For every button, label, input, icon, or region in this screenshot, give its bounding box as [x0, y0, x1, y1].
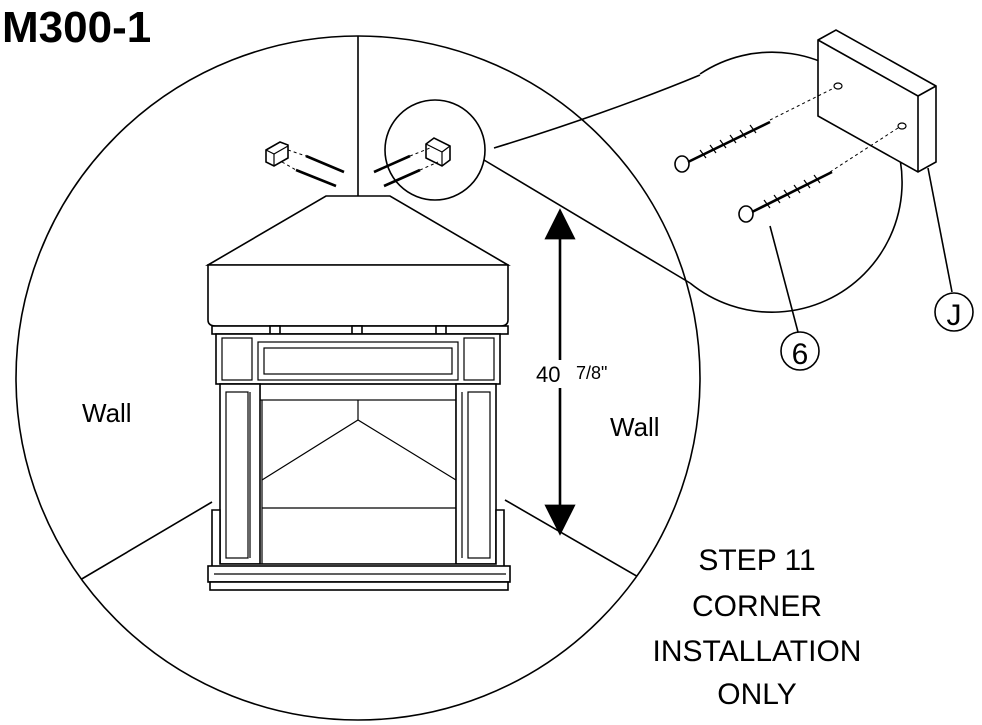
height-dimension-fraction: 7/8"	[576, 363, 607, 383]
screws-small	[281, 147, 439, 188]
height-dimension-whole: 40	[536, 362, 560, 387]
detail-callout-circle	[384, 99, 486, 201]
room-corner-lines	[79, 36, 641, 581]
step-line-1: STEP 11	[698, 544, 815, 577]
wall-label-left: Wall	[82, 398, 132, 428]
detail-view	[674, 29, 953, 333]
step-line-4: ONLY	[717, 678, 796, 711]
screw-lower	[738, 170, 833, 223]
step-line-3: INSTALLATION	[653, 635, 862, 668]
wall-bracket-right	[425, 137, 451, 167]
step-caption: STEP 11 CORNER INSTALLATION ONLY	[653, 544, 862, 711]
screw-upper	[674, 120, 771, 173]
wall-bracket-left	[265, 141, 289, 167]
part-j-label: J	[947, 299, 962, 332]
callout-leaders	[483, 74, 701, 284]
model-title: M300-1	[2, 3, 151, 52]
fireplace-mantel	[205, 195, 511, 591]
wall-label-right: Wall	[610, 412, 660, 442]
step-line-2: CORNER	[692, 590, 822, 623]
part-6-circle	[780, 331, 820, 371]
part-6-label: 6	[792, 338, 809, 371]
part-j-circle	[934, 292, 974, 332]
